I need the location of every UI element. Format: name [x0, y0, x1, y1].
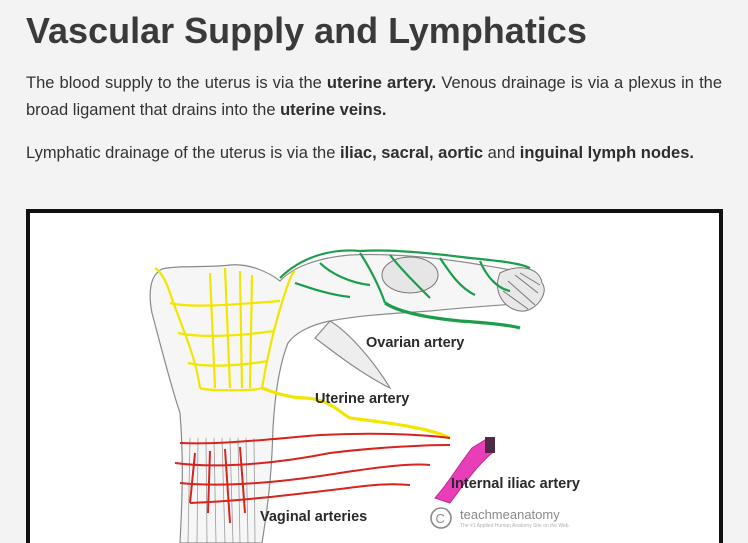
lymphatic-paragraph: Lymphatic drainage of the uterus is via …	[26, 140, 722, 167]
lymph-nodes-term-2: inguinal lymph nodes.	[520, 144, 694, 162]
ovary	[382, 257, 438, 293]
lymph-nodes-term-1: iliac, sacral, aortic	[340, 144, 483, 162]
uterine-artery-term: uterine artery.	[327, 74, 436, 92]
label-ovarian-artery: Ovarian artery	[366, 335, 464, 351]
label-internal-iliac-artery: Internal iliac artery	[451, 476, 580, 492]
article-page: Vascular Supply and Lymphatics The blood…	[0, 0, 748, 527]
watermark-tagline: The #1 Applied Human Anatomy Site on the…	[460, 523, 570, 529]
blood-supply-paragraph: The blood supply to the uterus is via th…	[26, 70, 722, 124]
page-title: Vascular Supply and Lymphatics	[26, 10, 587, 52]
internal-iliac-artery	[435, 438, 492, 503]
label-vaginal-arteries: Vaginal arteries	[260, 509, 367, 525]
p2-text-1: Lymphatic drainage of the uterus is via …	[26, 144, 340, 162]
internal-iliac-stump	[485, 437, 495, 453]
uterus-vascular-diagram: Ovarian artery Uterine artery Internal i…	[30, 213, 719, 543]
uterine-veins-term: uterine veins.	[280, 101, 386, 119]
label-uterine-artery: Uterine artery	[315, 391, 409, 407]
p1-text-1: The blood supply to the uterus is via th…	[26, 74, 327, 92]
copyright-symbol: C	[436, 511, 445, 526]
watermark-text: teachmeanatomy	[460, 507, 560, 522]
vascular-supply-figure: Ovarian artery Uterine artery Internal i…	[26, 209, 723, 543]
p2-text-2: and	[483, 144, 520, 162]
